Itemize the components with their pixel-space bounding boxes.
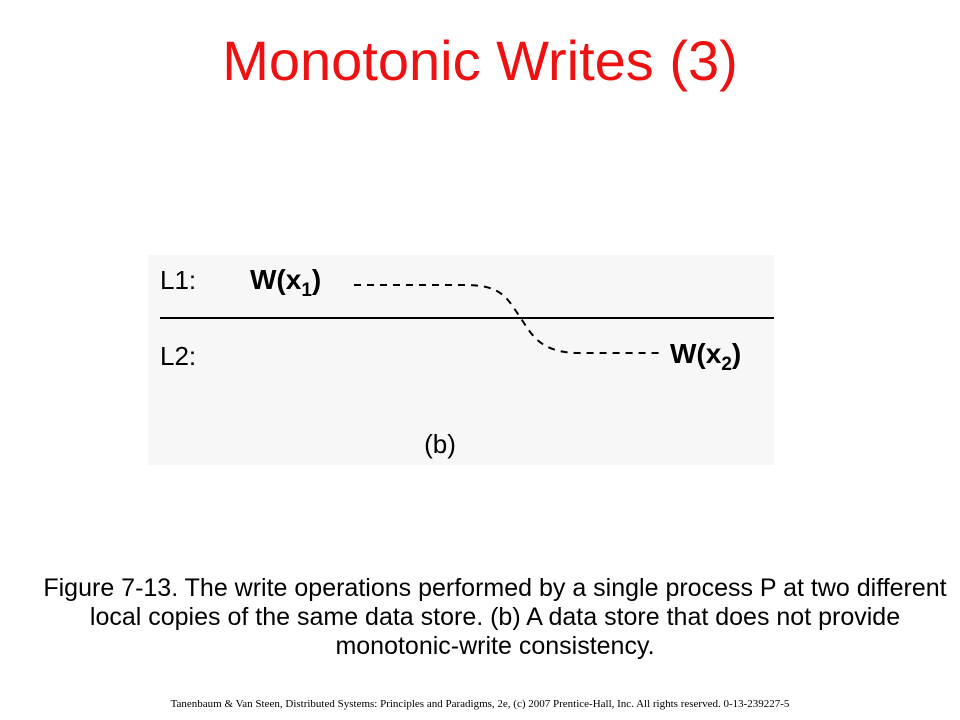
figure-caption: Figure 7-13. The write operations perfor… — [43, 574, 947, 660]
figure-diagram: L1: L2: W(x1) W(x2) (b) — [148, 255, 774, 465]
write-x1-close: ) — [312, 264, 321, 295]
dependency-dashed-line — [354, 284, 662, 354]
figure-svg: L1: L2: W(x1) W(x2) (b) — [160, 264, 774, 459]
write-x2-close: ) — [732, 338, 741, 369]
row-label-l1: L1: — [160, 265, 196, 295]
write-x2-subscript: 2 — [721, 354, 732, 375]
write-x2-base: W(x — [670, 338, 722, 369]
copyright-footer: Tanenbaum & Van Steen, Distributed Syste… — [170, 698, 790, 710]
write-operation-x2: W(x2) — [670, 338, 741, 375]
slide-title: Monotonic Writes (3) — [222, 29, 738, 92]
write-x1-base: W(x — [250, 264, 302, 295]
panel-label-b: (b) — [424, 429, 456, 459]
write-x1-subscript: 1 — [301, 280, 312, 301]
row-label-l2: L2: — [160, 341, 196, 371]
write-operation-x1: W(x1) — [250, 264, 321, 301]
